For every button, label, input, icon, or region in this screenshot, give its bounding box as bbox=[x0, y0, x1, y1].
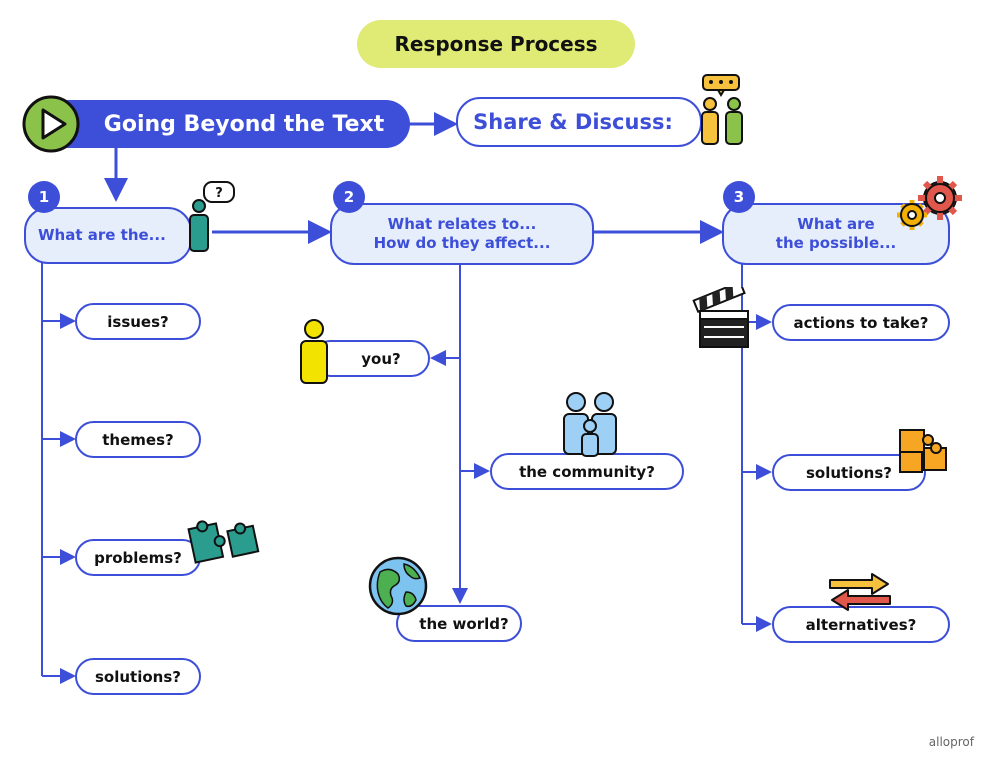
play-icon bbox=[22, 95, 80, 153]
col2-item-world: the world? bbox=[396, 605, 522, 642]
puzzle-icon bbox=[187, 520, 260, 564]
gears-icon bbox=[897, 176, 962, 230]
diagram-title: Response Process bbox=[357, 20, 635, 68]
question-person-icon: ? bbox=[189, 181, 235, 252]
col3-heading: What are the possible... bbox=[722, 203, 950, 265]
share-discuss-node: Share & Discuss: bbox=[456, 97, 702, 147]
col2-item-you: you? bbox=[312, 340, 430, 377]
col2-heading: What relates to... How do they affect... bbox=[330, 203, 594, 265]
talking-people-icon bbox=[701, 74, 743, 145]
main-node: Going Beyond the Text bbox=[64, 100, 410, 148]
col3-item-alternatives: alternatives? bbox=[772, 606, 950, 643]
col3-heading-line1: What are bbox=[797, 215, 875, 233]
puzzle-orange-icon bbox=[899, 429, 947, 473]
col3-item-actions: actions to take? bbox=[772, 304, 950, 341]
globe-icon bbox=[368, 556, 428, 616]
clapperboard-icon bbox=[692, 287, 749, 348]
col1-number-badge: 1 bbox=[28, 181, 60, 213]
exchange-arrows-icon bbox=[829, 573, 891, 611]
col1-heading: What are the... bbox=[24, 207, 192, 264]
col3-number-badge: 3 bbox=[723, 181, 755, 213]
svg-text:?: ? bbox=[215, 186, 223, 201]
col1-item-themes: themes? bbox=[75, 421, 201, 458]
col3-heading-line2: the possible... bbox=[775, 234, 897, 252]
col1-item-issues: issues? bbox=[75, 303, 201, 340]
col2-heading-line1: What relates to... bbox=[387, 215, 537, 233]
brand-logo: alloprof bbox=[928, 735, 974, 749]
col1-item-solutions: solutions? bbox=[75, 658, 201, 695]
col2-heading-line2: How do they affect... bbox=[373, 234, 551, 252]
person-icon bbox=[300, 319, 328, 384]
col2-number-badge: 2 bbox=[333, 181, 365, 213]
col1-item-problems: problems? bbox=[75, 539, 201, 576]
family-icon bbox=[563, 392, 617, 457]
